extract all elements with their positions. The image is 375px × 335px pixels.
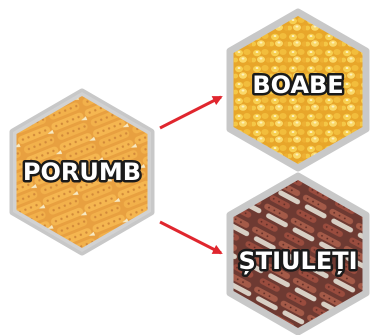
arrow-to-boabe	[160, 97, 221, 128]
hexagon-boabe: BOABE	[230, 12, 366, 168]
label-porumb: PORUMB	[23, 158, 141, 186]
arrow-to-stiuleti	[160, 222, 221, 253]
label-boabe: BOABE	[252, 71, 343, 99]
hexagon-porumb: PORUMB	[10, 90, 155, 255]
hexagon-stiuleti: ȘTIULEȚI	[230, 176, 366, 332]
label-stiuleti: ȘTIULEȚI	[238, 247, 357, 275]
